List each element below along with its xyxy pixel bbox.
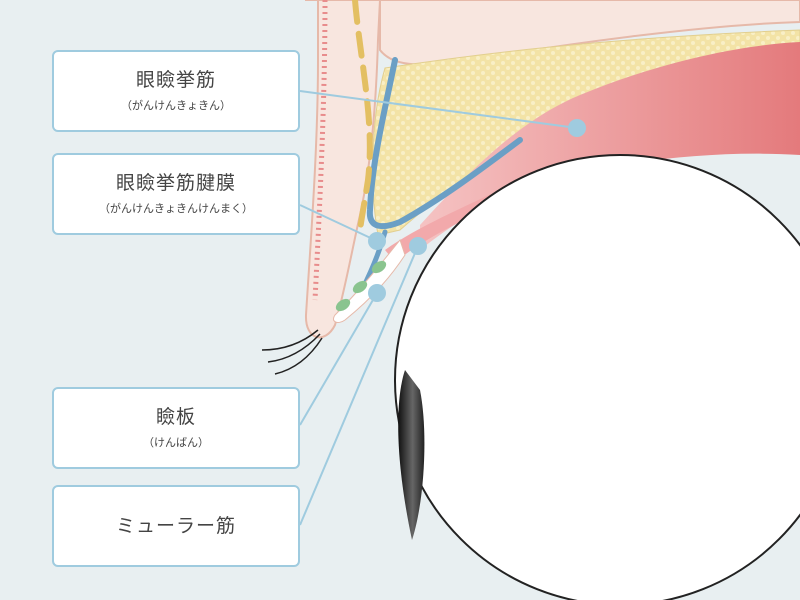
aponeurosis-line [366, 57, 523, 230]
levator-muscle [420, 42, 800, 250]
tarsus-plate [332, 238, 406, 323]
meibomian-gland [352, 280, 368, 294]
pointer-dot-muller [409, 237, 427, 255]
label-levator: 眼瞼挙筋 （がんけんきょきん） [52, 50, 300, 132]
label-aponeurosis-reading: （がんけんきょきんけんまく） [99, 202, 253, 215]
pointer-dot-aponeurosis [368, 232, 386, 250]
label-levator-title: 眼瞼挙筋 [135, 69, 216, 91]
eyeball [394, 154, 800, 600]
label-levator-reading: （がんけんきょきん） [121, 99, 231, 112]
meibomian-gland [335, 298, 351, 312]
septum-dashes [352, 0, 373, 233]
pupil [398, 370, 425, 540]
label-tarsus: 瞼板 （けんばん） [52, 387, 300, 469]
leader-lines [299, 90, 578, 526]
eyelashes [261, 329, 323, 375]
label-tarsus-title: 瞼板 [155, 406, 196, 428]
label-aponeurosis: 眼瞼挙筋腱膜 （がんけんきょきんけんまく） [52, 153, 300, 235]
label-aponeurosis-title: 眼瞼挙筋腱膜 [115, 172, 236, 194]
label-muller-title: ミューラー筋 [115, 515, 236, 537]
label-tarsus-reading: （けんばん） [143, 436, 209, 449]
orbicularis-dashes [312, 0, 328, 301]
label-muller: ミューラー筋 [52, 485, 300, 567]
pointer-dot-tarsus [368, 284, 386, 302]
pointer-dot-levator [568, 119, 586, 137]
meibomian-gland [371, 260, 387, 274]
